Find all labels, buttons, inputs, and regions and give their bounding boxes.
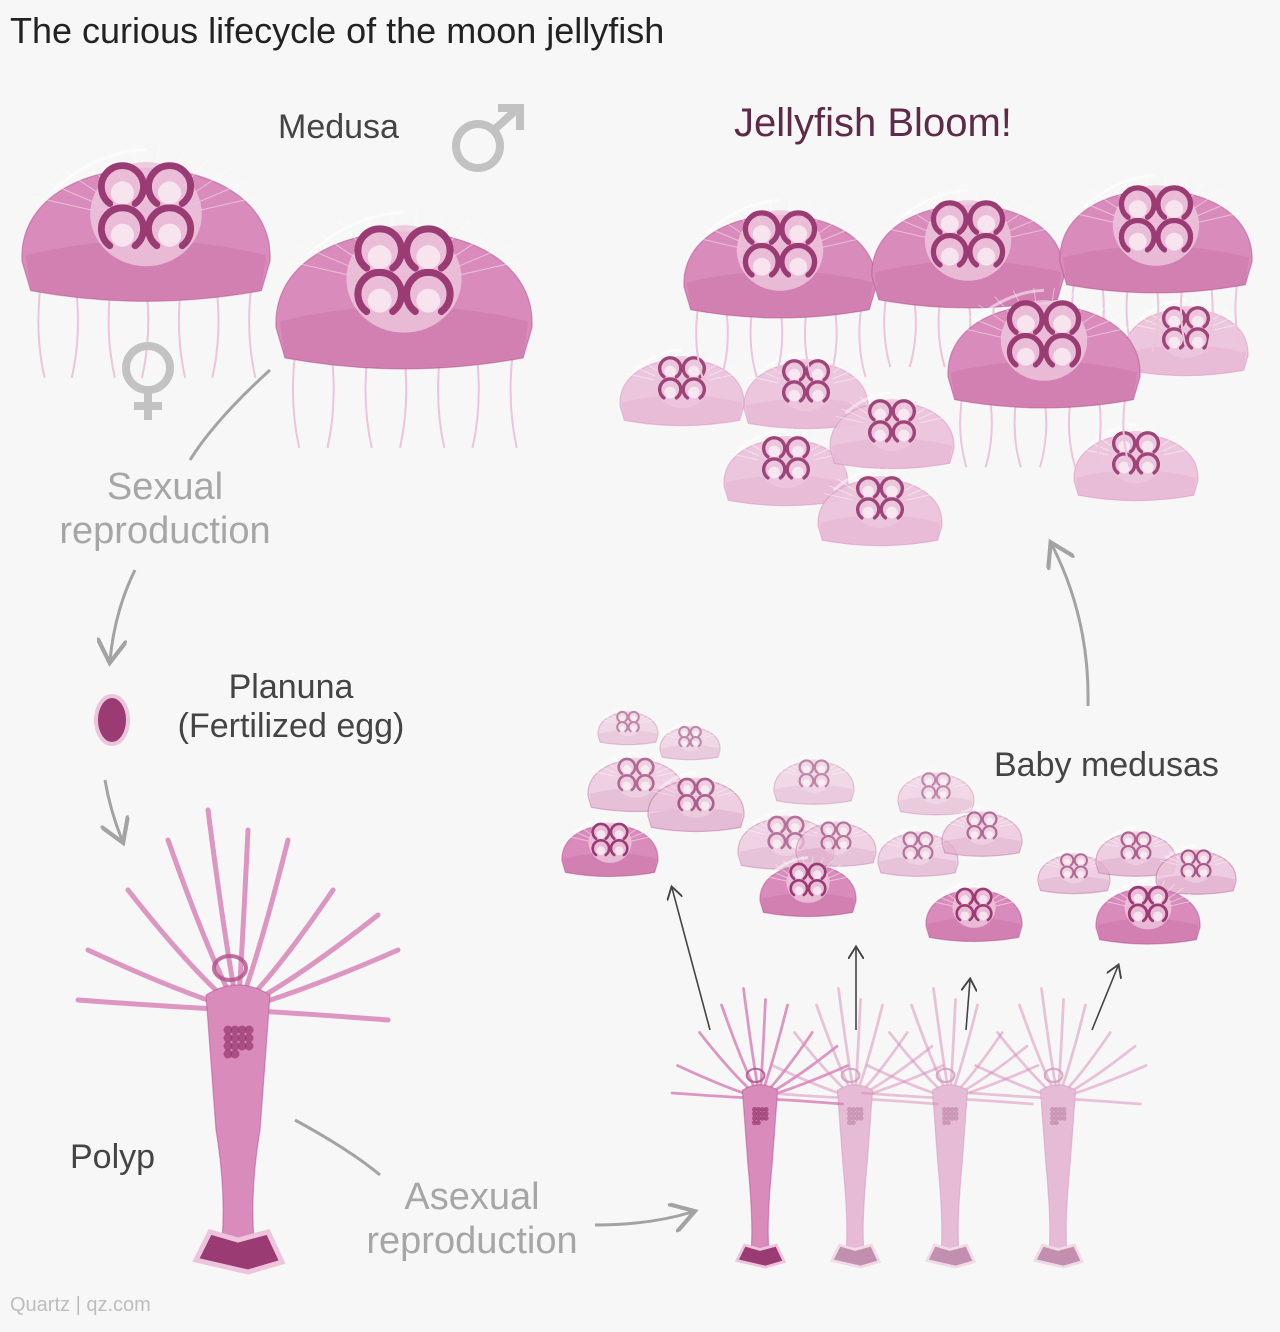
asexual-label-line1: Asexual: [404, 1176, 540, 1218]
sexual-label-line1: Sexual: [106, 466, 224, 508]
planula-label-line1: Planuna: [228, 668, 354, 706]
budding-arrow: [672, 888, 711, 1031]
asexual-reproduction-label: Asexual reproduction: [345, 1176, 599, 1263]
budding-arrow: [1091, 966, 1118, 1031]
bloom-small-medusa: [723, 427, 849, 507]
baby-medusa: [773, 753, 855, 805]
bloom-small-medusa: [1073, 422, 1199, 502]
bloom-small-medusa: [743, 350, 869, 430]
baby-medusas-group: [561, 706, 1237, 945]
baby-medusa: [647, 771, 745, 833]
baby-medusa: [597, 706, 659, 746]
sexual-label-line2: reproduction: [59, 509, 271, 552]
female-medusa: [21, 146, 271, 379]
bloom-large-medusa: [683, 197, 877, 378]
source-credit: Quartz | qz.com: [10, 1294, 151, 1316]
polyp-budding: [670, 987, 850, 1269]
male-medusa: [275, 208, 533, 449]
polyp-label: Polyp: [70, 1138, 156, 1176]
budding-arrow: [966, 980, 970, 1031]
bloom-small-medusa: [817, 467, 943, 547]
medusa-label: Medusa: [278, 108, 399, 146]
polyp-clone: [765, 987, 945, 1269]
baby-medusa: [897, 766, 975, 816]
lifecycle-arrows: [94, 368, 1118, 1225]
polyp-clone: [968, 987, 1148, 1269]
baby-medusa: [759, 856, 857, 918]
bloom-small-medusa: [829, 390, 955, 470]
planula-label: Planuna (Fertilized egg): [160, 668, 422, 746]
baby-medusas-label: Baby medusas: [994, 746, 1219, 784]
bloom-small-medusa: [1123, 297, 1249, 377]
lifecycle-arrow: [1052, 545, 1090, 707]
baby-medusa: [1037, 847, 1111, 895]
baby-medusa: [925, 881, 1023, 943]
lifecycle-arrow: [294, 1118, 381, 1177]
baby-medusa: [1155, 843, 1237, 895]
lifecycle-arrow: [188, 368, 272, 461]
planula-egg: [94, 694, 130, 746]
jellyfish-bloom-label: Jellyfish Bloom!: [734, 101, 1012, 145]
lifecycle-arrow: [105, 779, 122, 840]
adult-medusa-pair: [21, 146, 533, 449]
bloom-large-medusa: [1059, 172, 1253, 353]
baby-medusa: [941, 805, 1023, 857]
polyp-large: [75, 807, 401, 1275]
lifecycle-arrow: [110, 569, 137, 660]
bloom-small-medusa: [619, 347, 745, 427]
sexual-reproduction-label: Sexual reproduction: [38, 466, 292, 553]
baby-medusa: [1095, 825, 1177, 877]
page-title: The curious lifecycle of the moon jellyf…: [10, 10, 665, 51]
polyps-group: [75, 807, 1148, 1275]
male-symbol-icon: [452, 104, 524, 172]
baby-medusa: [877, 825, 959, 877]
baby-medusa: [561, 816, 659, 878]
planula-label-line2: (Fertilized egg): [177, 707, 405, 746]
sex-symbols: [122, 104, 524, 420]
bloom-large-medusa: [947, 287, 1141, 468]
baby-medusa: [795, 815, 877, 867]
polyp-clone: [860, 987, 1040, 1269]
baby-medusa: [659, 721, 721, 761]
asexual-label-line2: reproduction: [366, 1219, 578, 1262]
female-symbol-icon: [122, 342, 174, 420]
jellyfish-bloom-group: [619, 172, 1253, 547]
lifecycle-arrow: [594, 1212, 692, 1225]
baby-medusa: [1095, 878, 1201, 945]
